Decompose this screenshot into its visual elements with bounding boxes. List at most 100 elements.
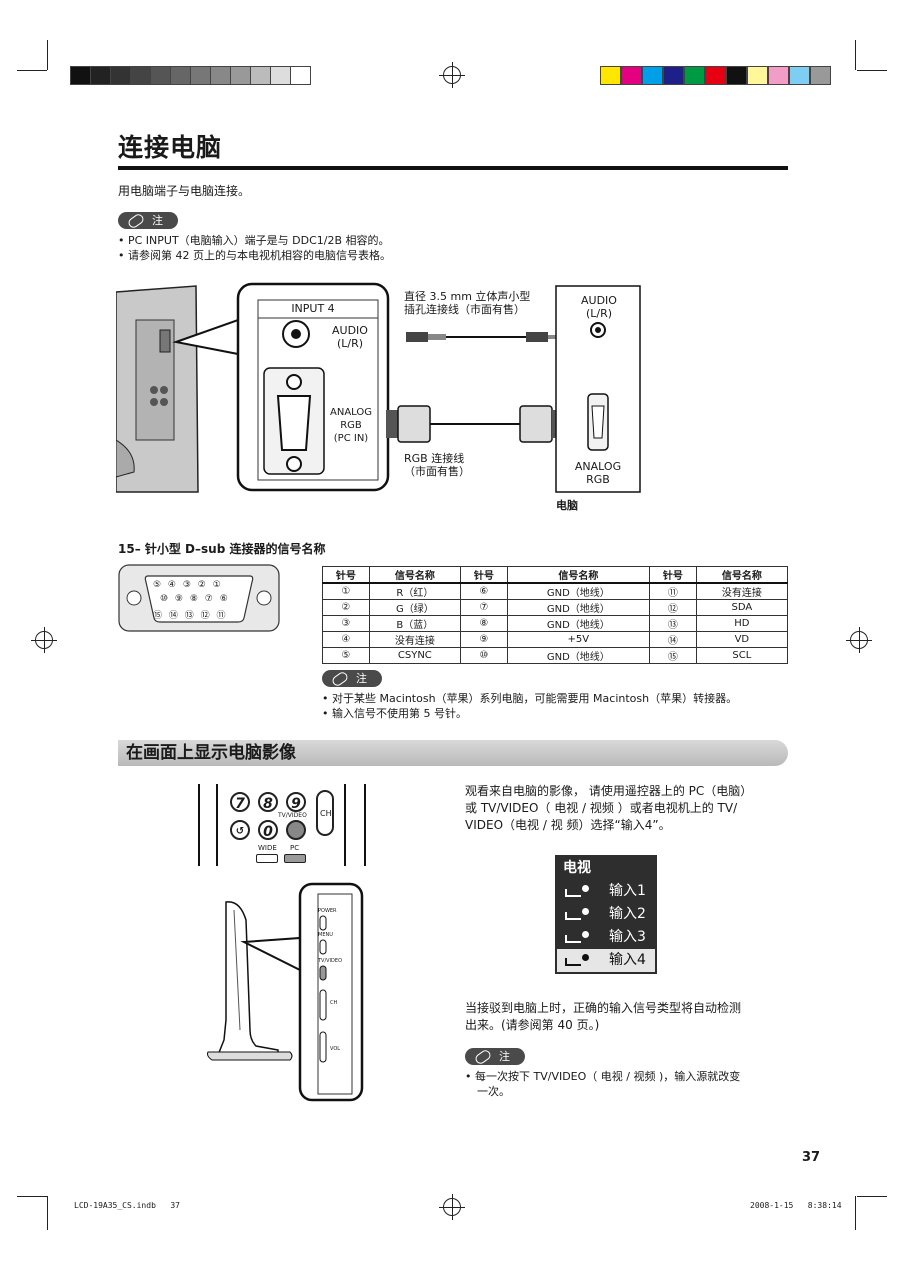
gray-swatch bbox=[210, 66, 231, 85]
col-header: 针号 bbox=[322, 566, 370, 584]
registration-mark-left bbox=[31, 627, 57, 653]
footer-date: 2008-1-15 8:38:14 bbox=[750, 1201, 842, 1210]
gray-swatch bbox=[170, 66, 191, 85]
color-swatch bbox=[768, 66, 789, 85]
rgb-cable-label: RGB 连接线 （市面有售） bbox=[404, 452, 470, 478]
table-cell: ⑨ bbox=[459, 631, 508, 648]
tvvideo-button bbox=[286, 820, 306, 840]
table-cell: ⑧ bbox=[459, 615, 508, 632]
color-swatch bbox=[600, 66, 621, 85]
pc-button bbox=[284, 854, 306, 863]
wide-label: WIDE bbox=[258, 844, 277, 852]
table-cell: ⑤ bbox=[322, 647, 370, 664]
color-swatch bbox=[789, 66, 810, 85]
table-cell: ① bbox=[322, 582, 370, 600]
color-swatch bbox=[642, 66, 663, 85]
gray-swatch bbox=[110, 66, 131, 85]
table-cell: HD bbox=[695, 615, 789, 632]
color-swatch bbox=[663, 66, 684, 85]
tv-analog-rgb-label: ANALOG RGB (PC IN) bbox=[330, 407, 372, 444]
auto-detect-line: 出来。(请参阅第 40 页。) bbox=[465, 1018, 600, 1032]
side-vol-label: VOL bbox=[330, 1046, 341, 1052]
table-cell: ⑮ bbox=[648, 647, 697, 664]
intro-text: 用电脑端子与电脑连接。 bbox=[118, 184, 251, 198]
gray-swatch bbox=[190, 66, 211, 85]
input-select-menu: 电视 输入1 输入2 输入3 输入4 bbox=[555, 855, 657, 974]
col-header: 针号 bbox=[648, 566, 697, 584]
menu-item-input1[interactable]: 输入1 bbox=[557, 880, 655, 903]
input-icon bbox=[565, 931, 589, 943]
gray-swatch bbox=[130, 66, 151, 85]
paperclip-icon bbox=[126, 212, 146, 230]
table-cell: ② bbox=[322, 599, 370, 616]
table-cell: ⑪ bbox=[648, 582, 697, 600]
table-cell: GND（地线） bbox=[506, 599, 650, 616]
tv-side-illustration bbox=[207, 882, 364, 1102]
registration-mark-right bbox=[846, 627, 872, 653]
col-header: 信号名称 bbox=[368, 566, 461, 584]
side-ch-label: CH bbox=[330, 1000, 338, 1006]
section-heading: 在画面上显示电脑影像 bbox=[118, 740, 788, 766]
gray-swatch bbox=[290, 66, 311, 85]
registration-mark-top bbox=[439, 62, 465, 88]
page-number: 37 bbox=[802, 1150, 821, 1165]
dsub-connector-icon bbox=[118, 564, 280, 632]
flashback-key-icon: ↺ bbox=[230, 820, 250, 840]
table-cell: ⑦ bbox=[459, 599, 508, 616]
note-item: PC INPUT（电脑输入）端子是与 DDC1/2B 相容的。 bbox=[118, 233, 391, 248]
note-badge: 注 bbox=[322, 670, 382, 688]
note-tvvideo: • 每一次按下 TV/VIDEO（ 电视 / 视频 )，输入源就改变 一次。 bbox=[465, 1069, 795, 1099]
pin-row-1: ⑤ ④ ③ ② ① bbox=[153, 580, 223, 590]
gray-swatch bbox=[90, 66, 111, 85]
auto-detect-line: 当接驳到电脑上时，正确的输入信号类型将自动检测 bbox=[465, 1001, 742, 1015]
title-rule bbox=[118, 166, 788, 170]
audio-cable-label: 直径 3.5 mm 立体声小型 插孔连接线（市面有售） bbox=[404, 290, 531, 316]
tvvideo-label: TV/VIDEO bbox=[278, 812, 307, 819]
footer-file: LCD-19A35_CS.indb 37 bbox=[74, 1201, 180, 1210]
side-menu-label: MENU bbox=[318, 932, 333, 938]
color-swatch bbox=[726, 66, 747, 85]
note-line: • 每一次按下 TV/VIDEO（ 电视 / 视频 )，输入源就改变 bbox=[465, 1070, 741, 1083]
color-swatch bbox=[705, 66, 726, 85]
side-tvvideo-label: TV/VIDEO bbox=[318, 958, 342, 964]
pc-key-label: PC bbox=[290, 844, 300, 852]
gray-swatch bbox=[270, 66, 291, 85]
color-swatch bbox=[747, 66, 768, 85]
note-item: 请参阅第 42 页上的与本电视机相容的电脑信号表格。 bbox=[118, 248, 391, 263]
paperclip-icon bbox=[473, 1048, 493, 1066]
pin-row-3: ⑮ ⑭ ⑬ ⑫ ⑪ bbox=[153, 611, 228, 621]
note-badge: 注 bbox=[465, 1048, 525, 1066]
pc-label: 电脑 bbox=[556, 499, 578, 512]
side-power-label: POWER bbox=[318, 908, 337, 914]
table-cell: CSYNC bbox=[368, 647, 461, 664]
gray-swatch bbox=[230, 66, 251, 85]
menu-item-input4[interactable]: 输入4 bbox=[557, 949, 655, 972]
menu-title: 电视 bbox=[563, 860, 591, 876]
table-cell: ④ bbox=[322, 631, 370, 648]
instruction-paragraph: 观看来自电脑的影像， 请使用遥控器上的 PC（电脑） 或 TV/VIDEO（ 电… bbox=[465, 783, 795, 834]
table-cell: 没有连接 bbox=[368, 631, 461, 648]
instruction-line: 观看来自电脑的影像， 请使用遥控器上的 PC（电脑） bbox=[465, 784, 753, 798]
col-header: 信号名称 bbox=[695, 566, 789, 584]
pc-analog-rgb-label: ANALOG RGB bbox=[574, 460, 622, 486]
instruction-line: 或 TV/VIDEO（ 电视 / 视频 ）或者电视机上的 TV/ bbox=[465, 801, 738, 815]
input-icon bbox=[565, 885, 589, 897]
ch-label: CH bbox=[320, 809, 332, 818]
table-cell: GND（地线） bbox=[506, 647, 650, 664]
channel-rocker bbox=[316, 790, 334, 836]
table-cell: G（绿） bbox=[368, 599, 461, 616]
menu-item-input2[interactable]: 输入2 bbox=[557, 903, 655, 926]
instruction-line: VIDEO（电视 / 视 频）选择“输入4”。 bbox=[465, 818, 671, 832]
table-cell: SCL bbox=[695, 647, 789, 664]
pc-audio-label: AUDIO (L/R) bbox=[581, 294, 617, 320]
note-list-mid: 对于某些 Macintosh（苹果）系列电脑，可能需要用 Macintosh（苹… bbox=[322, 691, 737, 721]
menu-item-input3[interactable]: 输入3 bbox=[557, 926, 655, 949]
input4-label: INPUT 4 bbox=[291, 302, 335, 315]
dsub-heading: 15– 针小型 D–sub 连接器的信号名称 bbox=[118, 542, 326, 556]
